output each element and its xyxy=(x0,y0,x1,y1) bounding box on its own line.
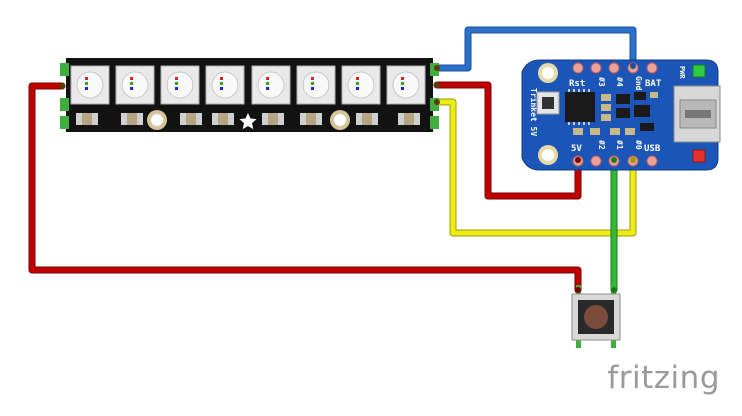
fritzing-logo: fritzing xyxy=(607,360,720,396)
mounting-hole xyxy=(330,110,350,130)
wire-end-dots xyxy=(59,65,440,105)
pwr-led xyxy=(692,64,706,78)
pixel-led xyxy=(205,65,245,105)
pixel-led xyxy=(115,65,155,105)
pin-label-gnd: Gnd xyxy=(634,76,643,91)
left-pads xyxy=(60,63,69,129)
microcontroller-chip xyxy=(565,89,595,125)
power-wire-right-core xyxy=(434,82,581,199)
star-logo-icon xyxy=(239,113,257,130)
pixel-led xyxy=(251,65,291,105)
mounting-hole xyxy=(147,110,167,130)
tactile-push-button xyxy=(571,285,621,348)
board-name-label: Trinket 5V xyxy=(529,88,539,136)
wires xyxy=(28,26,637,294)
power-wire-left xyxy=(28,82,582,294)
pin-label-0: #0 xyxy=(634,140,643,150)
power-wire-right xyxy=(433,81,582,200)
power-wire-left-core xyxy=(29,83,581,293)
pin-label-bat: BAT xyxy=(645,79,662,89)
neopixel-stick xyxy=(59,58,440,132)
pin-label-1: #1 xyxy=(615,140,624,150)
pin-label-5v: 5V xyxy=(571,144,582,154)
pin-label-4: #4 xyxy=(615,77,624,87)
pin-label-usb: USB xyxy=(644,144,661,154)
usb-port xyxy=(673,85,721,143)
data-wire-core xyxy=(434,99,636,236)
pixel-led xyxy=(341,65,381,105)
status-led xyxy=(692,149,706,163)
button-cap xyxy=(584,305,608,329)
trinket-board: Rst #3 #4 Gnd BAT 5V #2 #1 #0 USB Trinke… xyxy=(521,59,721,171)
ground-wire xyxy=(433,26,637,72)
pin-label-rst: Rst xyxy=(569,79,585,89)
board-mounting-hole xyxy=(538,145,558,165)
pwr-led-label: PWR xyxy=(678,66,686,79)
pixel-led xyxy=(386,65,426,105)
ground-wire-core xyxy=(434,27,636,71)
board-mounting-hole xyxy=(538,63,558,83)
pin-label-2: #2 xyxy=(597,140,606,150)
pixel-led xyxy=(160,65,200,105)
smd-capacitors xyxy=(76,113,420,125)
pixel-led xyxy=(70,65,110,105)
reset-button xyxy=(536,91,560,115)
pin-label-3: #3 xyxy=(597,77,606,87)
smd-components xyxy=(573,92,658,135)
pixel-led xyxy=(296,65,336,105)
data-wire xyxy=(433,98,637,237)
